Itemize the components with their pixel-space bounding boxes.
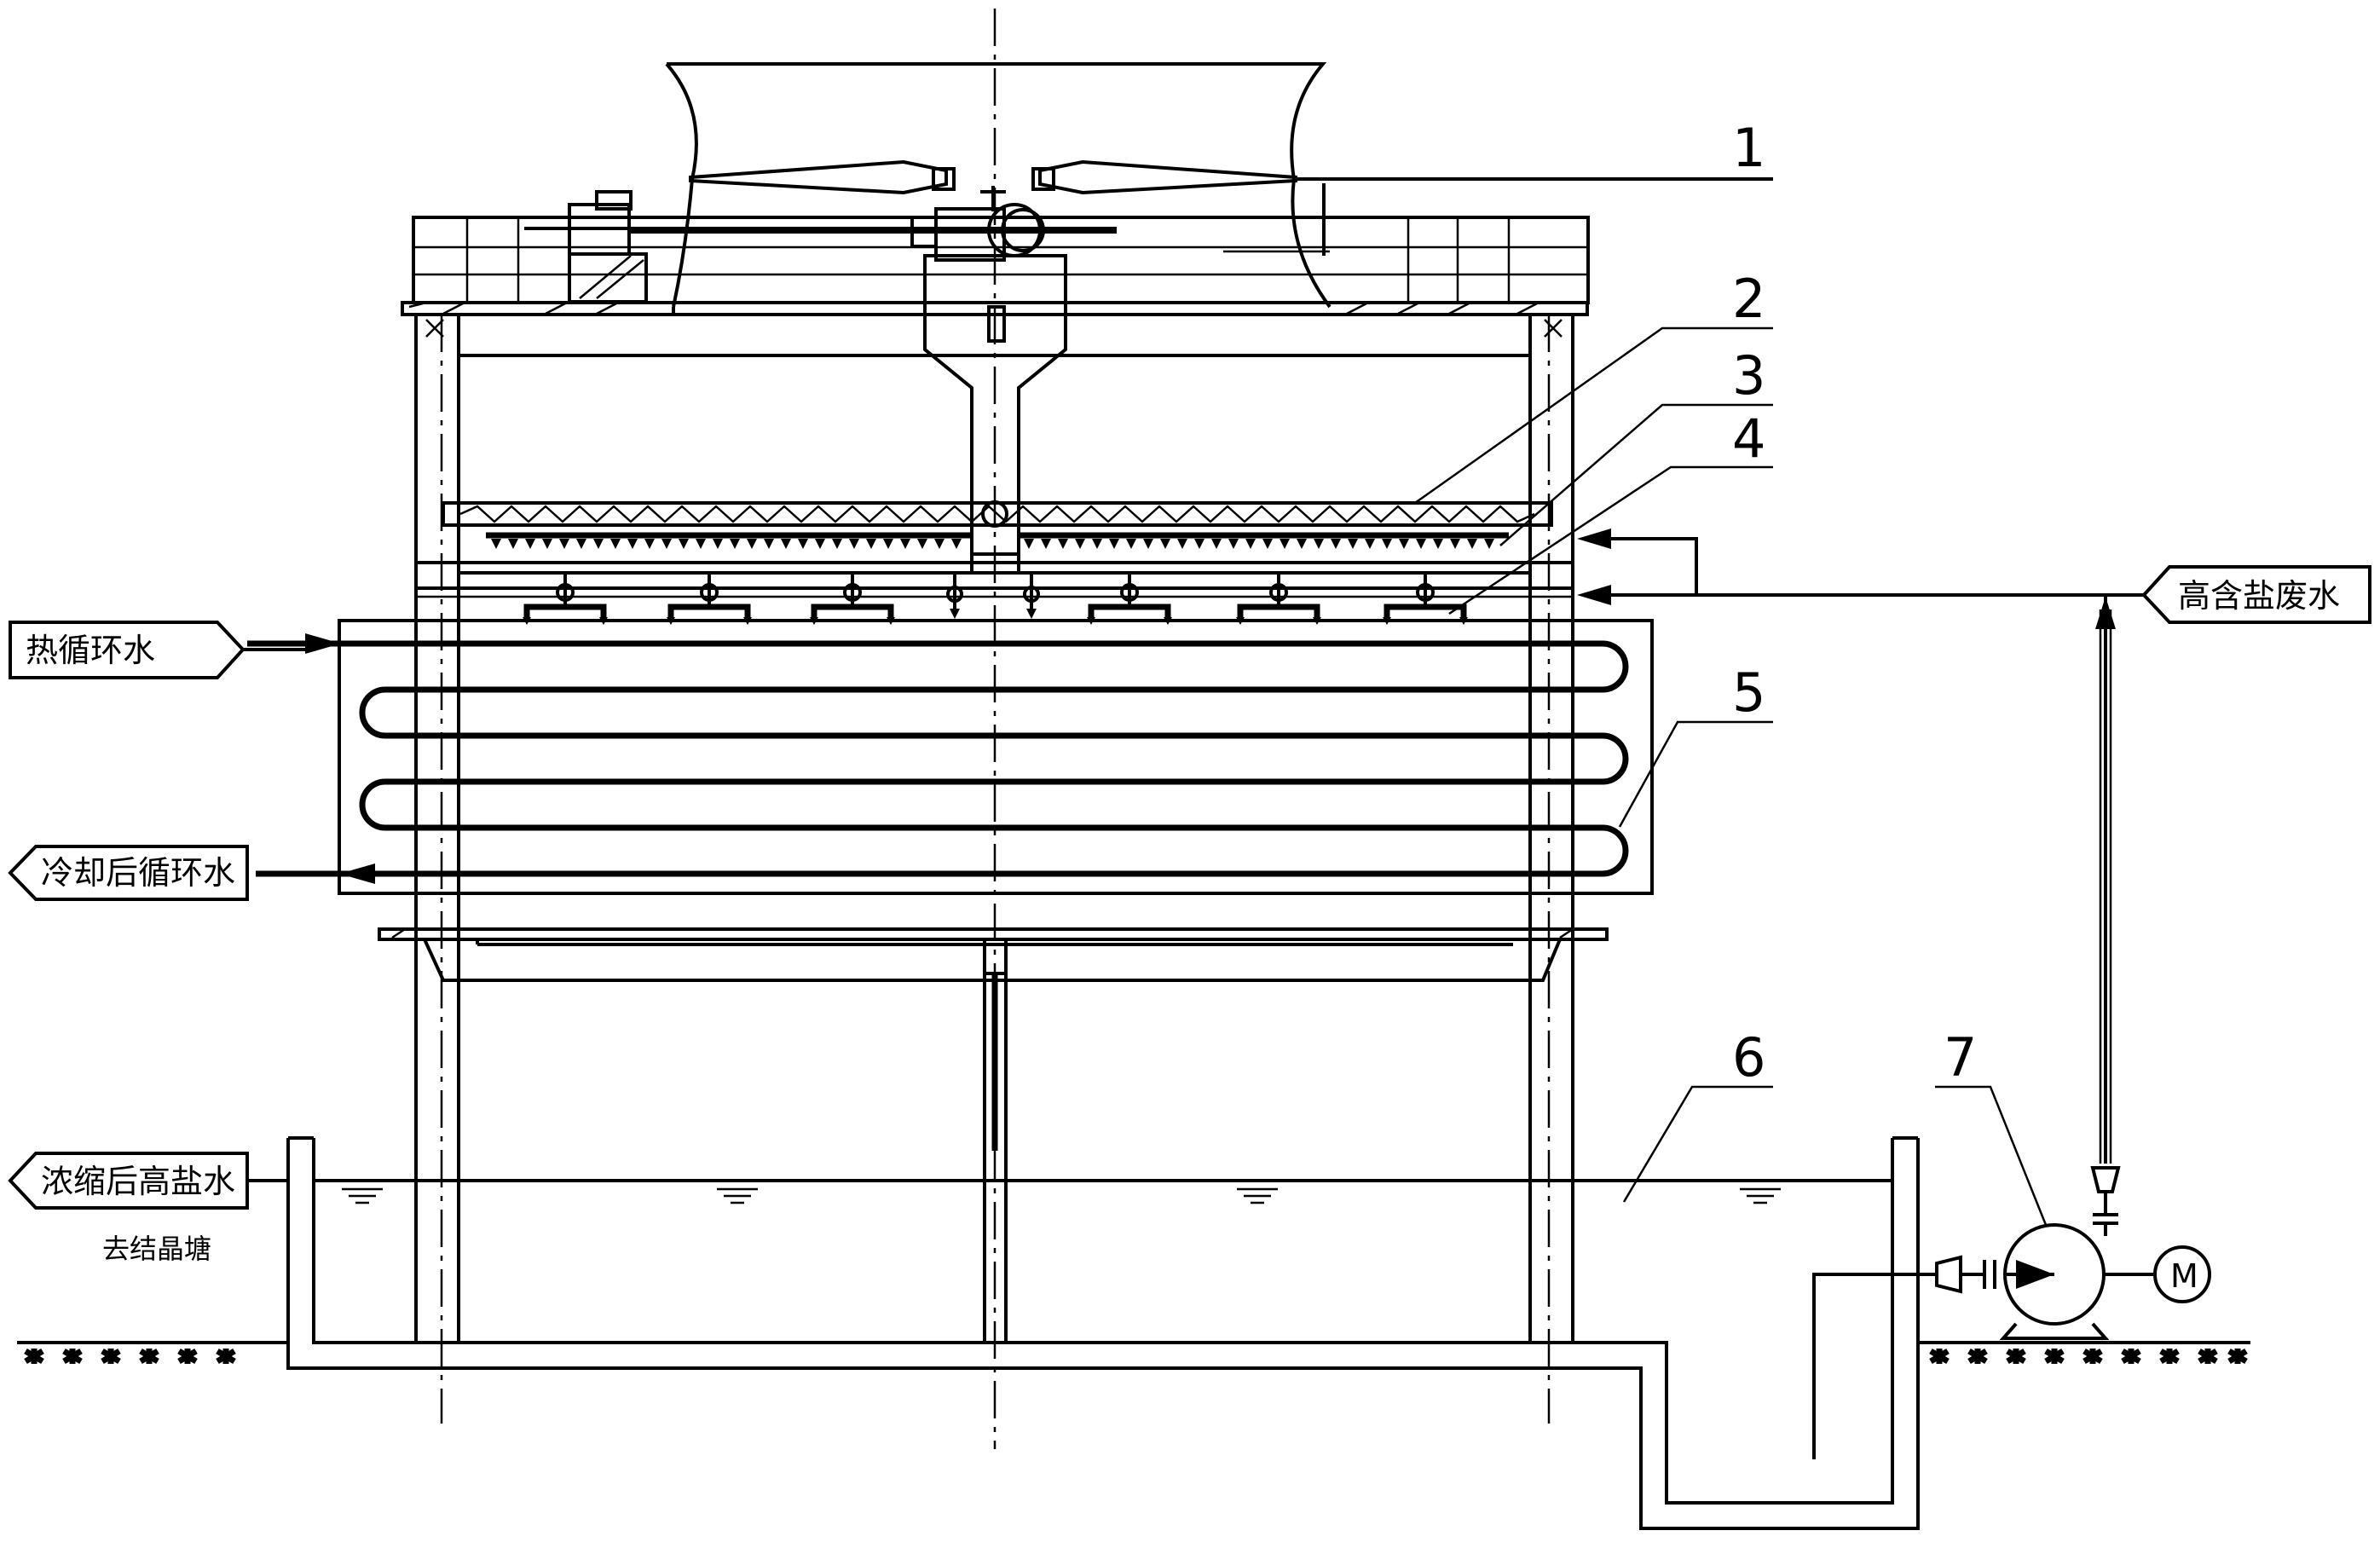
sprinkler-arm [1088, 604, 1171, 621]
ground-hatch [2121, 1348, 2141, 1365]
nozzle-header [523, 573, 1468, 625]
top-deck [401, 216, 1590, 316]
stream-tag-cooled-out: 冷却后循环水 [8, 845, 249, 901]
sprinkler-valve [1416, 583, 1435, 602]
ground-line [17, 1341, 2250, 1365]
fan-drive [524, 186, 1330, 303]
part-number-2: 2 [1732, 268, 1765, 330]
spray-header [486, 525, 1509, 573]
ground-hatch [24, 1348, 44, 1365]
sprinkler-tip [1026, 609, 1037, 619]
cooled-out-label: 冷却后循环水 [41, 854, 235, 892]
part-numbers: 1 2 3 4 5 6 7 [1732, 117, 1977, 1089]
drift-eliminator [442, 500, 1553, 528]
stream-tag-concentrate-out: 浓缩后高盐水 去结晶塘 [8, 1152, 249, 1265]
leader-lines [1414, 177, 2048, 1226]
part-number-6: 6 [1732, 1026, 1765, 1089]
ground-hatch [2006, 1348, 2026, 1365]
sprinkler-valve [700, 583, 719, 602]
brine-feed-line [1577, 529, 2144, 1236]
ground-hatch [139, 1348, 159, 1365]
part-number-5: 5 [1732, 661, 1765, 724]
ground-hatch [2159, 1348, 2180, 1365]
part-number-3: 3 [1732, 344, 1765, 407]
sprinkler-valve [1023, 586, 1040, 603]
stream-tag-brine-in: 高含盐废水 [2141, 565, 2371, 624]
ground-hatch [2082, 1348, 2103, 1365]
hot-in-label: 热循环水 [26, 632, 155, 669]
ground-hatch [2198, 1348, 2218, 1365]
part-number-4: 4 [1732, 407, 1765, 470]
sprinkler-arm [811, 604, 894, 621]
ground-hatch [2227, 1348, 2248, 1365]
fan-blades [689, 159, 1773, 256]
coil-bundle [247, 619, 1654, 895]
ground-hatch [101, 1348, 121, 1365]
motor-icon [2153, 1245, 2211, 1303]
sprinkler-valve [946, 586, 963, 603]
sprinkler-valve [1269, 583, 1288, 602]
stream-tag-hot-in: 热循环水 [9, 621, 315, 679]
sprinkler-tip [950, 609, 960, 619]
ground-hatch [2044, 1348, 2065, 1365]
ground-hatch [62, 1348, 83, 1365]
ground-hatch [1967, 1348, 1988, 1365]
sprinkler-valve [1120, 583, 1139, 602]
sprinkler-arm [1237, 604, 1320, 621]
sprinkler-valve [843, 583, 862, 602]
concentrate-out-label: 浓缩后高盐水 [41, 1163, 235, 1200]
pump [1812, 1223, 2211, 1459]
lower-deck [378, 927, 1609, 1343]
sprinkler-valve [556, 583, 575, 602]
part-number-7: 7 [1944, 1026, 1977, 1089]
basin [286, 1136, 1920, 1530]
to-pond-note: 去结晶塘 [102, 1233, 211, 1265]
fan-stack [665, 62, 1332, 315]
motor-label: M [2170, 1257, 2198, 1295]
sprinkler-arm [1384, 604, 1467, 621]
sprinkler-arm [523, 604, 607, 621]
ground-hatch [1929, 1348, 1950, 1365]
part-number-1: 1 [1732, 117, 1765, 179]
ground-hatch [177, 1348, 198, 1365]
ground-hatch [216, 1348, 236, 1365]
sprinkler-arm [667, 604, 751, 621]
brine-in-label: 高含盐废水 [2178, 577, 2340, 615]
